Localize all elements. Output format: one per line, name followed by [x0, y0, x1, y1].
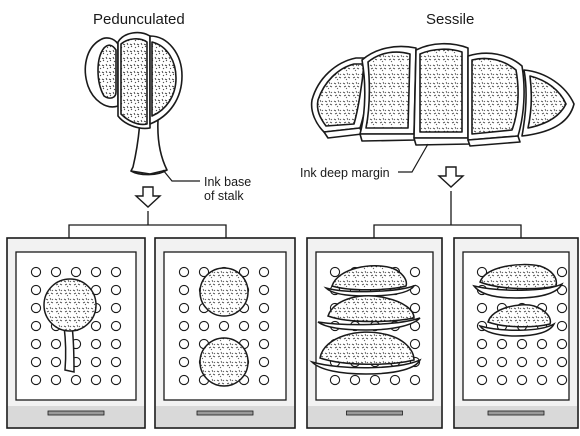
- down-arrow-icon: [439, 167, 463, 187]
- ink-base-line-2: of stalk: [204, 189, 251, 203]
- right-branch-bracket: [374, 191, 521, 238]
- tissue-cassette-icon: [7, 238, 145, 428]
- margin-leader-line: [398, 144, 428, 172]
- down-arrow-icon: [136, 187, 160, 207]
- tissue-cassette-icon: [155, 238, 295, 428]
- ink-base-line-1: Ink base: [204, 175, 251, 189]
- pedunculated-title: Pedunculated: [93, 11, 185, 28]
- ink-deep-margin-label: Ink deep margin: [300, 166, 390, 180]
- left-branch-bracket: [69, 211, 226, 238]
- sessile-title: Sessile: [426, 11, 474, 28]
- pedunculated-polyp-illustration: [85, 33, 182, 175]
- stalk-leader-line: [163, 170, 200, 181]
- sessile-polyp-illustration: [312, 44, 574, 146]
- ink-base-of-stalk-label: Ink base of stalk: [204, 175, 251, 203]
